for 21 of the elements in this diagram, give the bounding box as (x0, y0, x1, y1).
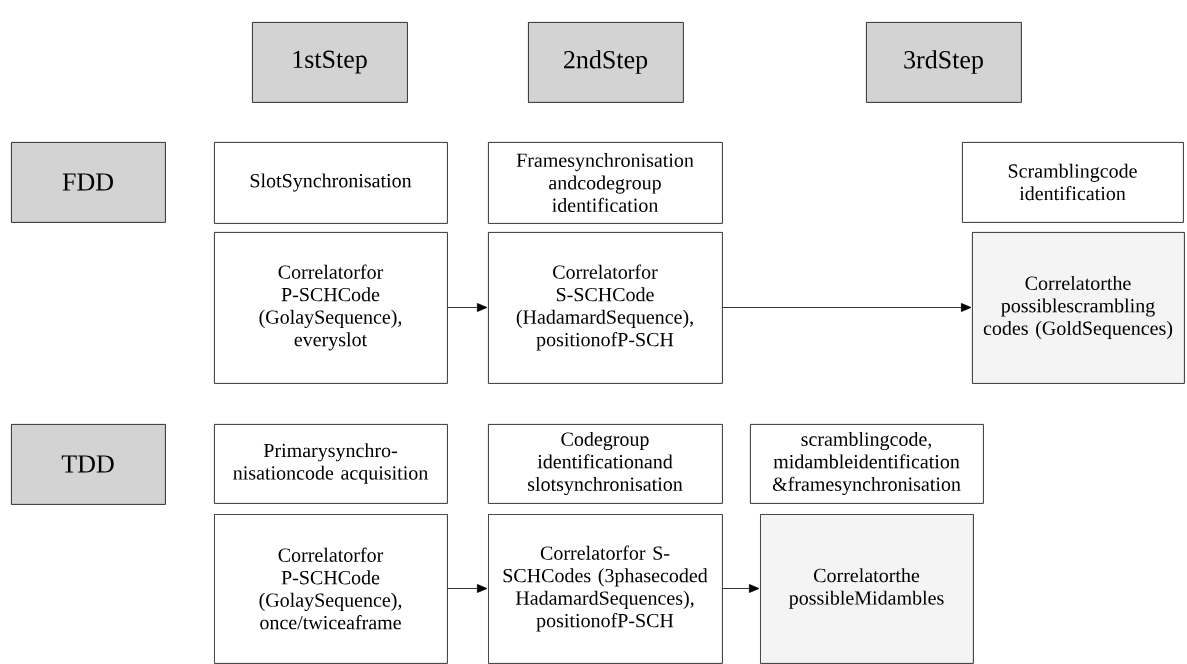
correlator-box: Correlatorfor S-SCHCode (HadamardSequence), positionofP-SCH (488, 232, 723, 384)
correlator-box: Correlatorfor P-SCHCode (GolaySequence), once/twiceaframe (214, 514, 448, 664)
step-box: TDD (11, 424, 166, 505)
task-box: scramblingcode, midambleidentification &framesynchronisation (750, 424, 984, 504)
correlator-box: Correlatorfor P-SCHCode (GolaySequence), everyslot (214, 232, 448, 384)
arrow (447, 303, 488, 312)
step-box: 1stStep (252, 22, 408, 103)
arrow (722, 303, 972, 312)
correlator-box: Correlatorthe possiblescrambling codes (GoldSequences) (972, 232, 1185, 384)
task-box: Codegroup identificationand slotsynchronisation (488, 424, 723, 504)
step-box: 3rdStep (866, 22, 1022, 103)
task-box: Primarysynchro- nisationcode acquisition (214, 424, 448, 504)
task-box: Framesynchronisation andcodegroup identification (488, 142, 723, 224)
step-box: 2ndStep (528, 22, 684, 103)
correlator-box: Correlatorfor S-SCHCodes (3phasecoded HadamardSequences), positionofP-SCH (488, 514, 723, 664)
arrow (447, 584, 488, 593)
correlator-box: Correlatorthe possibleMidambles (760, 514, 974, 664)
task-box: SlotSynchronisation (214, 142, 448, 224)
task-box: Scramblingcode identification (962, 142, 1184, 223)
step-box: FDD (11, 142, 166, 223)
arrow (722, 584, 760, 593)
